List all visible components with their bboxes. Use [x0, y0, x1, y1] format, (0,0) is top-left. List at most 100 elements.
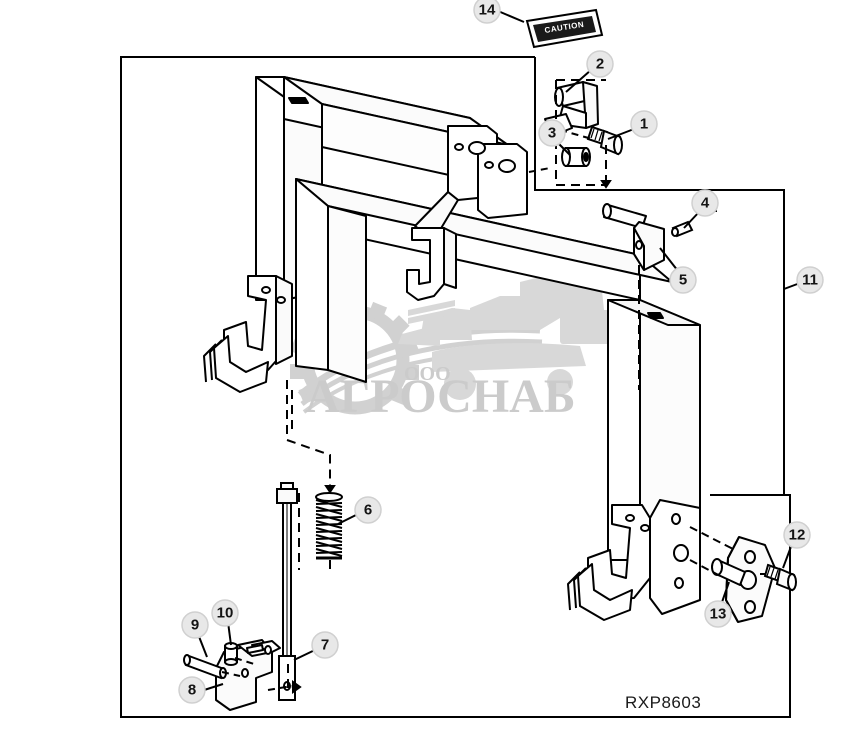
callout-2-bubble [586, 50, 614, 78]
callout-9-bubble [181, 611, 209, 639]
dash-pin-to-bracket [221, 671, 241, 677]
right-plate-hole-top [671, 513, 681, 525]
arrow-hook-spring [324, 485, 336, 494]
left-hook-jaw-edge [209, 339, 223, 381]
link-plate-hole-bot [744, 600, 756, 614]
bracket-hole-upper [264, 645, 272, 655]
mount-hole-rear-small [454, 143, 464, 151]
frame-left-post [255, 76, 285, 301]
callout-8-label: 8 [188, 682, 196, 699]
link-plate-hole-top [744, 550, 756, 564]
callout-9-label: 9 [191, 617, 199, 634]
screw-thread-lines [590, 128, 603, 142]
right-plate-hole-bot [674, 577, 684, 589]
left-hook-assembly [203, 275, 293, 393]
callout-6-label: 6 [364, 502, 372, 519]
left-hook-jaw [213, 335, 269, 393]
harvester-icon [398, 272, 620, 400]
mount-hole-rear-large [468, 141, 486, 155]
callout-6[interactable]: 6 [337, 496, 382, 525]
left-hook-pin-hole [261, 286, 271, 294]
callout-11-bubble [796, 266, 824, 294]
callout-2[interactable]: 2 [565, 50, 614, 93]
callout-5-label: 5 [679, 272, 687, 289]
dash-hook-to-spring [286, 380, 331, 490]
screw12-thread-lines [766, 566, 779, 580]
callout-6-bubble [354, 496, 382, 524]
coupler-frame-assembly [203, 76, 701, 621]
linkage-rod-part [276, 482, 298, 701]
callout-2-leader [565, 69, 592, 93]
pin-end-left [183, 654, 191, 666]
screw-head-end [613, 135, 623, 155]
screw12-head-end [787, 573, 797, 591]
center-hook [406, 227, 445, 301]
callout-7-bubble [311, 631, 339, 659]
callout-7[interactable]: 7 [293, 631, 339, 661]
lever-bracket-hole [635, 240, 643, 250]
center-hook-side [443, 227, 457, 289]
dash-bushing-to-bracket [234, 657, 255, 665]
frame-right-post-mark [647, 312, 664, 319]
frame-left-inner-post-face [327, 205, 367, 383]
callout-5[interactable]: 5 [659, 247, 697, 294]
callout-5-bubble [669, 266, 697, 294]
callout-10-label: 10 [217, 605, 234, 622]
callout-12-leader [782, 543, 793, 569]
callout-14[interactable]: 14 [473, 0, 525, 24]
callout-4[interactable]: 4 [683, 189, 719, 229]
assembly-pointer-arrows [291, 178, 612, 694]
frame-top-slot [288, 97, 309, 104]
callout-9[interactable]: 9 [181, 611, 209, 658]
callout-12[interactable]: 12 [782, 521, 811, 569]
decal-inner [533, 16, 596, 42]
lever-rod-end [602, 203, 612, 219]
right-plate-hole-mid [673, 544, 689, 562]
spring-top-ellipse [315, 492, 343, 502]
callout-14-bubble [473, 0, 501, 24]
right-hook-jaw-edge2 [567, 571, 581, 611]
caution-decal-part: CAUTION [525, 8, 604, 49]
left-hook-pin-hole2 [276, 296, 286, 304]
left-hook-jaw-edge2 [203, 343, 217, 383]
callout-6-leader [337, 513, 359, 525]
rod-top-head [276, 488, 298, 504]
dash-bracket-to-rod [267, 685, 293, 691]
callout-13[interactable]: 13 [704, 581, 732, 628]
rod-bottom-flat [278, 655, 296, 701]
right-hook-pin-hole2 [640, 524, 650, 532]
bushing10-bottom [224, 658, 238, 666]
callout-4-bubble [691, 189, 719, 217]
cap-screw-part [586, 125, 623, 156]
mount-plate-front [477, 143, 528, 219]
callout-12-bubble [783, 521, 811, 549]
arrow-bracket-rod [291, 680, 302, 694]
callout-1[interactable]: 1 [607, 110, 658, 140]
callout-1-bubble [630, 110, 658, 138]
watermark-line2: АГРОСНАБ [305, 370, 576, 423]
callout-13-label: 13 [710, 606, 727, 623]
callout-8[interactable]: 8 [178, 676, 224, 704]
bushing-bore [583, 152, 589, 162]
mount-hole-front-small [484, 161, 494, 169]
right-hook-jaw-edge [573, 567, 587, 609]
callout-11[interactable]: 11 [783, 266, 824, 294]
callout-12-label: 12 [789, 527, 806, 544]
callout-3-label: 3 [548, 125, 556, 142]
callout-2-label: 2 [596, 56, 604, 73]
pin-body [184, 654, 226, 680]
callout-10[interactable]: 10 [211, 599, 239, 646]
callout-1-leader [607, 128, 635, 140]
dash-handle-to-plate [528, 167, 551, 173]
detail-box-border [534, 57, 591, 191]
callout-7-label: 7 [321, 637, 329, 654]
lever-bracket-part [602, 203, 665, 271]
bracket-hole-lower [241, 668, 249, 678]
frame-left-inner-post [295, 178, 329, 371]
callout-3[interactable]: 3 [538, 119, 571, 156]
bushing-part [224, 642, 238, 666]
callout-4-label: 4 [701, 195, 710, 212]
enclosure-borders [120, 56, 791, 718]
